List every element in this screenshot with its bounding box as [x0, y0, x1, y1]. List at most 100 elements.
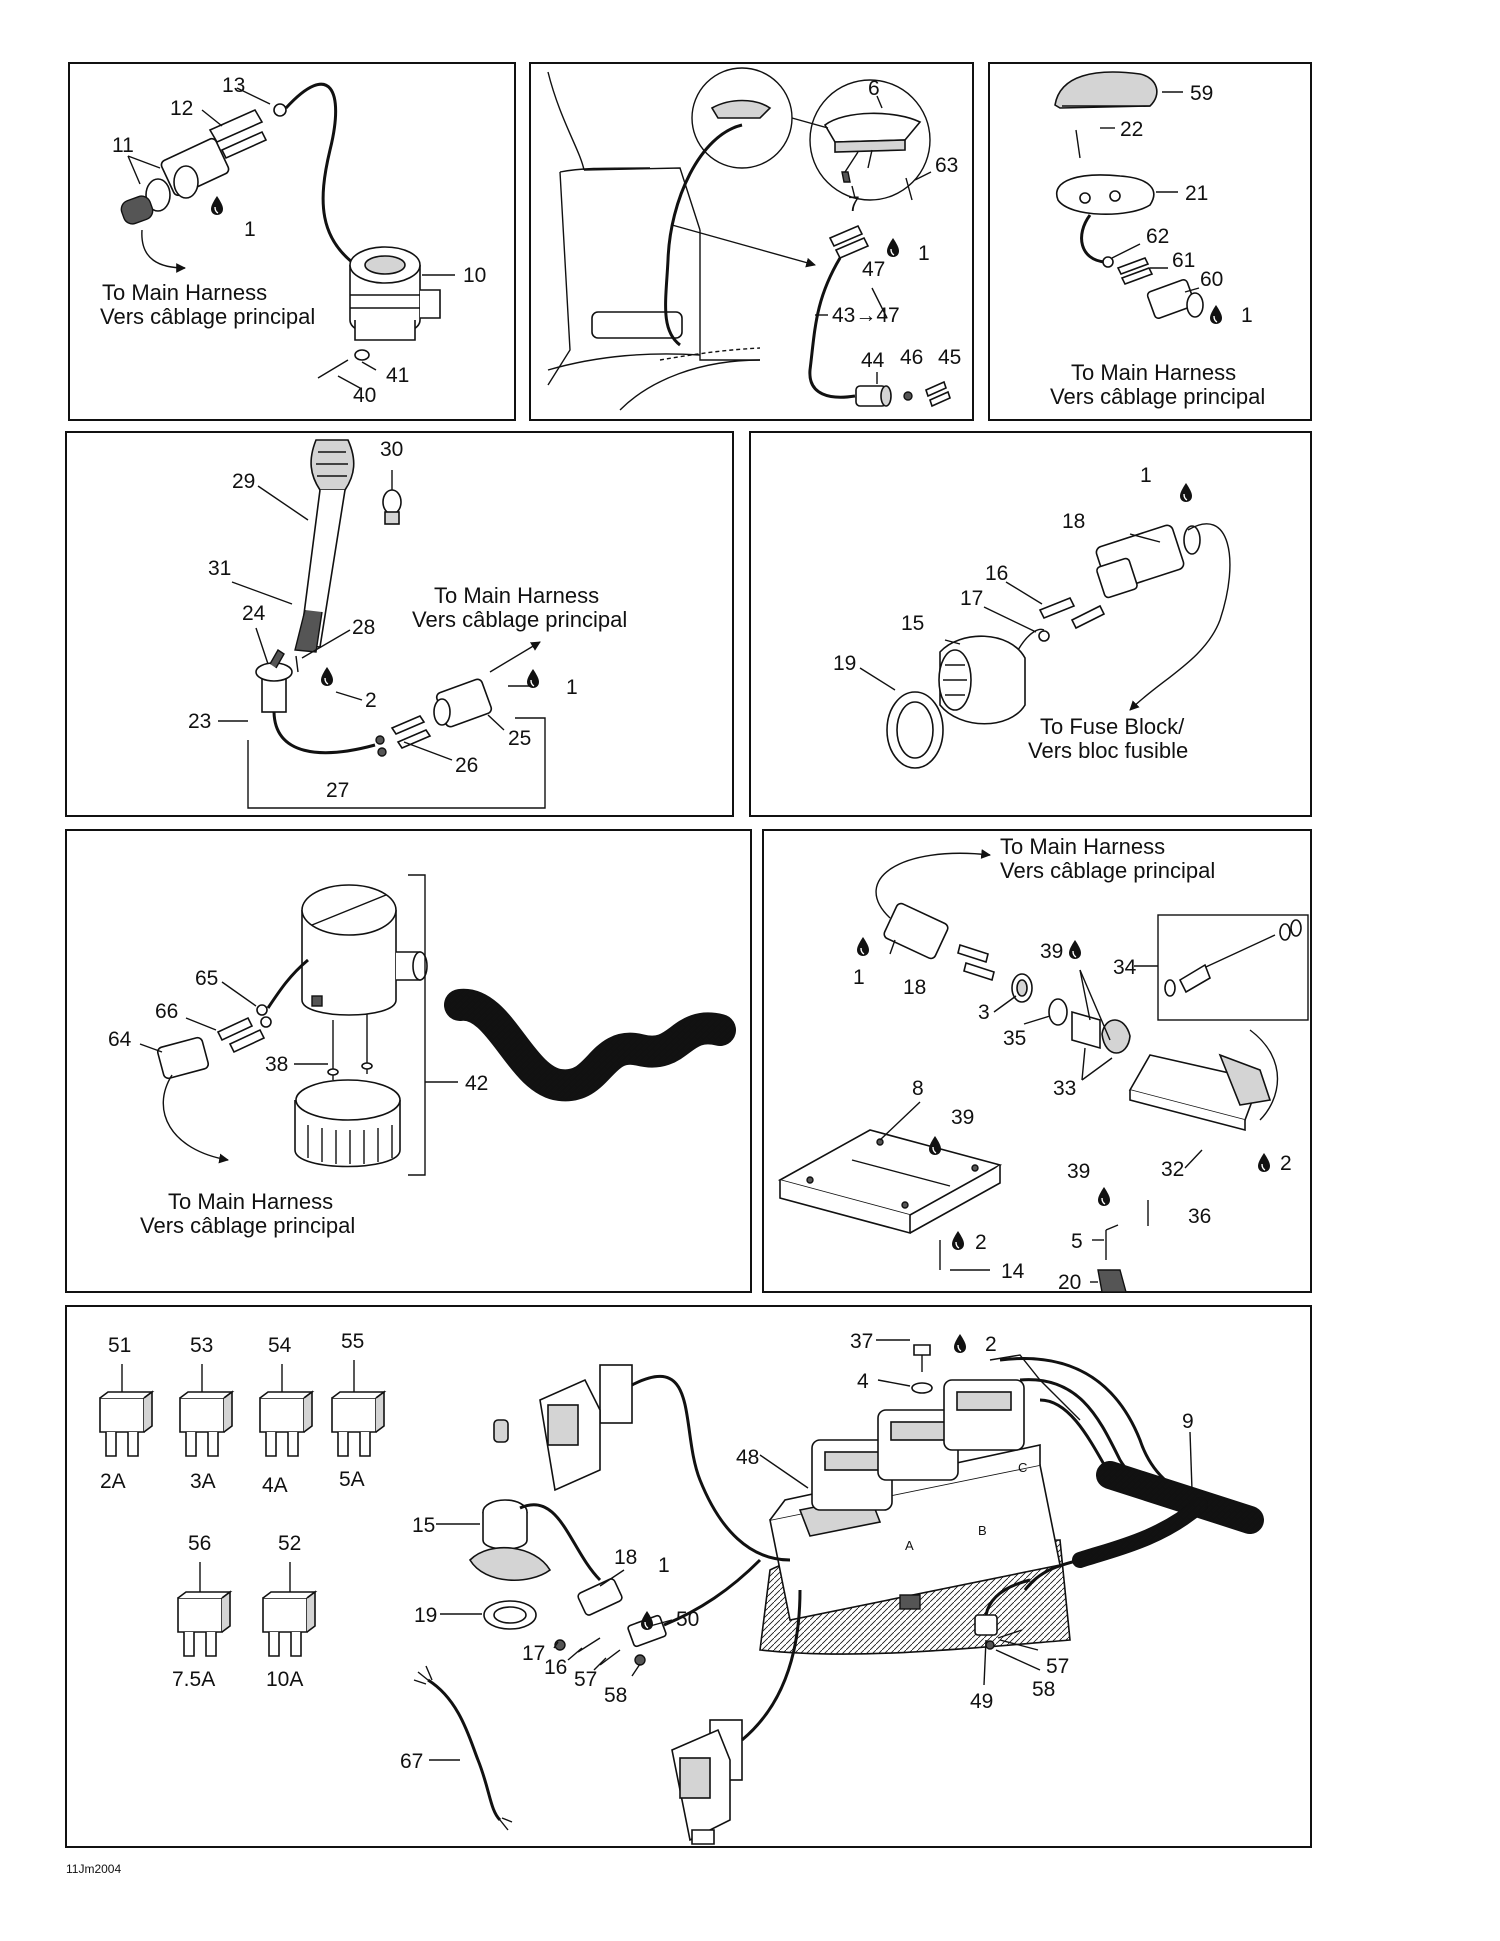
screw-57 [997, 1629, 1023, 1639]
callout-2: 2 [1280, 1152, 1292, 1175]
callout-27: 27 [326, 779, 349, 802]
callout-42: 42 [465, 1072, 488, 1095]
callout-63: 63 [935, 154, 958, 177]
callout-1: 1 [658, 1554, 670, 1577]
fuse-box-48 [759, 1379, 1071, 1655]
terminals-66 [216, 1016, 266, 1054]
connector-49 [974, 1578, 1031, 1636]
callout-56: 56 [188, 1532, 211, 1555]
note-fuse-block-en: To Fuse Block/ [1040, 714, 1185, 739]
callout-39: 39 [951, 1106, 974, 1129]
callout-57: 57 [574, 1668, 597, 1691]
socket-44 [855, 385, 892, 407]
rating-2a: 2A [100, 1470, 126, 1493]
callout-39: 39 [1067, 1160, 1090, 1183]
callout-52: 52 [278, 1532, 301, 1555]
fuse-53 [179, 1391, 233, 1457]
panel-console-light: 6 63 7 1 47 43→47 44 46 45 [529, 62, 974, 421]
detail-box-34 [1157, 914, 1309, 1021]
note-main-harness-en: To Main Harness [1000, 834, 1165, 859]
harness-arrow [875, 849, 991, 919]
connector-64 [156, 1036, 210, 1080]
callout-58: 58 [604, 1684, 627, 1707]
washer-35 [1048, 998, 1068, 1026]
panel-bilge-pump: 65 66 64 38 42 To Main Harness Vers câbl… [65, 829, 752, 1293]
terminals-16 [1038, 596, 1106, 630]
fuse-56 [177, 1591, 231, 1657]
ring-nut-19 [886, 691, 944, 769]
callout-15: 15 [901, 612, 924, 635]
fuse-52 [262, 1591, 316, 1657]
callout-44: 44 [861, 349, 885, 372]
callouts [879, 939, 1203, 1283]
courtesy-light [823, 112, 922, 183]
note-main-harness-en: To Main Harness [102, 280, 267, 305]
grommet [273, 103, 287, 117]
bilge-pump [349, 246, 441, 341]
callout-1: 1 [244, 218, 256, 241]
callout-50: 50 [676, 1608, 699, 1631]
bilge-pump-body [301, 884, 428, 1016]
callout-53: 53 [190, 1334, 213, 1357]
panel-frame [65, 431, 734, 817]
callout-5: 5 [1071, 1230, 1083, 1253]
callout-61: 61 [1172, 249, 1195, 272]
callouts [815, 95, 932, 384]
connector-18 [577, 1578, 623, 1616]
nut-46 [903, 391, 913, 401]
panel-frame [65, 829, 752, 1293]
cap [493, 1419, 509, 1443]
callout-1: 1 [1241, 304, 1253, 327]
grommet-17 [1038, 630, 1050, 642]
fuse-block-arrow [1129, 523, 1231, 711]
note-fuse-block-fr: Vers bloc fusible [1028, 738, 1188, 763]
callout-54: 54 [268, 1334, 292, 1357]
assembly-bracket [408, 874, 426, 1176]
callout-18: 18 [614, 1546, 637, 1569]
hull-outline [547, 71, 761, 411]
panel-frame [988, 62, 1312, 421]
callout-2: 2 [365, 689, 377, 712]
harness-9 [989, 1354, 1264, 1591]
note-main-harness-fr: Vers câblage principal [1000, 858, 1215, 883]
pins-38 [327, 1014, 373, 1080]
nut-58 [634, 1654, 646, 1666]
panel-stern-light-pole: 30 29 31 24 28 2 1 23 25 26 27 To Main H… [65, 431, 734, 817]
callout-11: 11 [112, 134, 134, 157]
rating-10a: 10A [266, 1668, 303, 1691]
figure-code: 11Jm2004 [66, 1862, 121, 1876]
battery-icon [691, 1829, 715, 1845]
callout-57: 57 [1046, 1655, 1069, 1678]
callout-8: 8 [912, 1077, 924, 1100]
panel-navigation-light: 59 22 21 62 61 60 1 To Main Harness Vers… [988, 62, 1312, 421]
callout-18: 18 [1062, 510, 1085, 533]
light-base-24 [255, 649, 293, 713]
connector-18 [1095, 524, 1201, 599]
callout-22: 22 [1120, 118, 1143, 141]
callout-2: 2 [975, 1231, 987, 1254]
callout-35: 35 [1003, 1027, 1026, 1050]
grommet-62 [1102, 256, 1114, 268]
callout-23: 23 [188, 710, 211, 733]
panel-frame [762, 829, 1312, 1293]
wire-50 [663, 1558, 762, 1627]
callout-1: 1 [853, 966, 865, 989]
callout-39: 39 [1040, 940, 1063, 963]
callout-26: 26 [455, 754, 478, 777]
callout-31: 31 [208, 557, 231, 580]
light-lens-59 [1054, 71, 1158, 109]
clip-20 [1097, 1269, 1127, 1293]
nut-58 [985, 1640, 995, 1650]
callout-4: 4 [857, 1370, 869, 1393]
terminal-16 [577, 1637, 601, 1653]
callout-59: 59 [1190, 82, 1213, 105]
callouts [859, 533, 1161, 691]
ring-nut-19 [483, 1600, 537, 1630]
socket-wire [519, 1503, 602, 1582]
pump-wires [266, 958, 309, 1009]
callout-60: 60 [1200, 268, 1223, 291]
callout-43-47: 43→47 [832, 304, 900, 327]
slot-c: C [1018, 1460, 1027, 1475]
callout-65: 65 [195, 967, 218, 990]
callout-15: 15 [412, 1514, 435, 1537]
